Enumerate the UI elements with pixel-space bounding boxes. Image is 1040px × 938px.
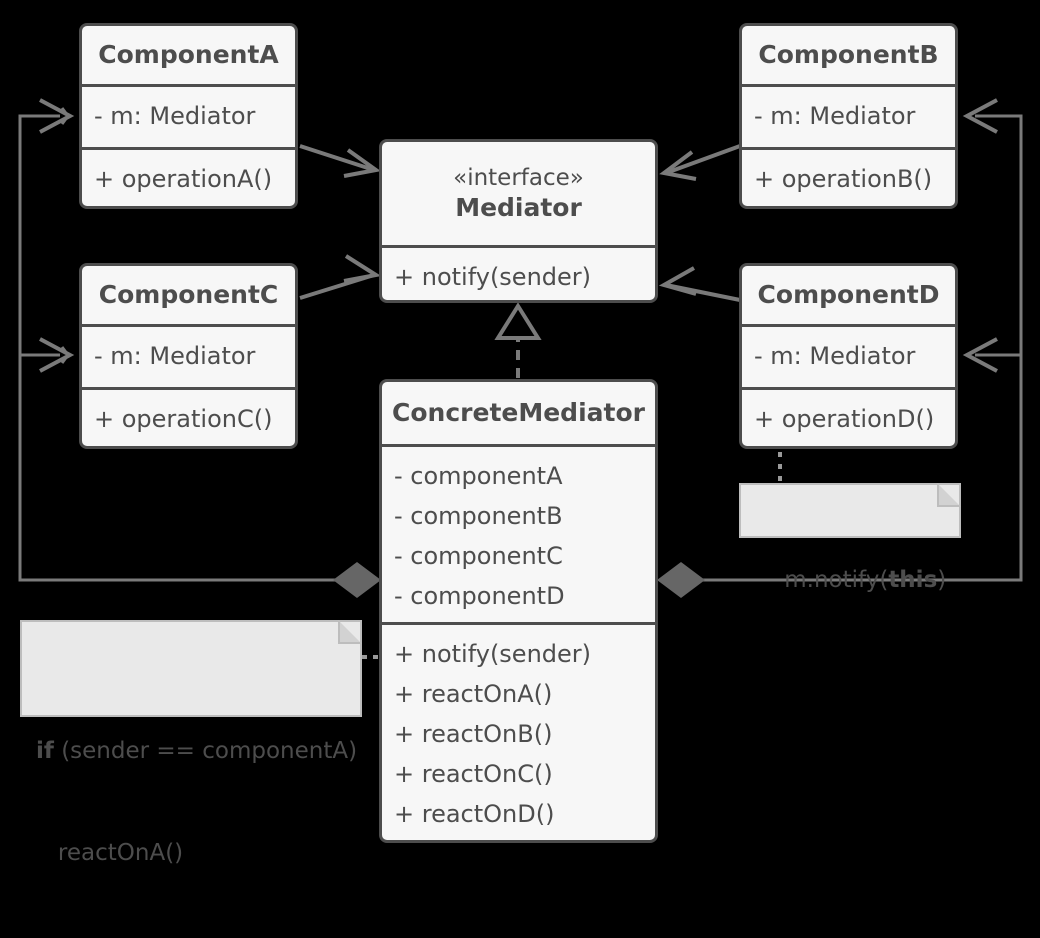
association-b-mediator — [659, 144, 741, 181]
class-component-b-name: ComponentB — [758, 40, 939, 70]
class-component-a-fields: - m: Mediator — [82, 84, 295, 147]
note-if-line1: if (sender == componentA) — [36, 734, 357, 768]
class-mediator-name: Mediator — [455, 193, 582, 223]
class-mediator-header: «interface» Mediator — [382, 142, 655, 245]
note-notify-prefix: m.notify( — [784, 567, 889, 593]
class-component-b[interactable]: ComponentB - m: Mediator + operationB() — [739, 23, 958, 209]
class-concrete-mediator-name: ConcreteMediator — [392, 398, 645, 428]
note-notify-suffix: ) — [937, 567, 947, 593]
class-member: - componentD — [394, 582, 565, 610]
association-c-mediator — [299, 254, 382, 300]
class-concrete-mediator-methods: + notify(sender) + reactOnA() + reactOnB… — [382, 622, 655, 840]
class-member: + reactOnB() — [394, 720, 553, 748]
class-member: + notify(sender) — [394, 263, 592, 291]
class-component-d-methods: + operationD() — [742, 387, 955, 446]
class-member: + notify(sender) — [394, 640, 592, 668]
note-notify-bold: this — [888, 567, 938, 593]
class-member: + operationA() — [94, 165, 273, 193]
class-component-d-header: ComponentD — [742, 266, 955, 324]
diagram-canvas: ComponentA - m: Mediator + operationA() … — [18, 23, 1023, 866]
class-component-d-name: ComponentD — [757, 280, 940, 310]
note-if-line2: reactOnA() — [36, 840, 184, 866]
class-concrete-mediator-fields: - componentA - componentB - componentC -… — [382, 444, 655, 622]
class-component-a[interactable]: ComponentA - m: Mediator + operationA() — [79, 23, 298, 209]
note-notify[interactable]: m.notify(this) — [739, 483, 961, 593]
note-if-sender[interactable]: if (sender == componentA) reactOnA() — [20, 620, 362, 866]
class-component-a-header: ComponentA — [82, 26, 295, 84]
class-component-b-methods: + operationB() — [742, 147, 955, 206]
class-component-c-fields: - m: Mediator — [82, 324, 295, 387]
class-mediator-methods: + notify(sender) — [382, 245, 655, 300]
class-member: - componentA — [394, 462, 563, 490]
note-fold-icon — [338, 620, 362, 644]
class-member: + reactOnA() — [394, 680, 553, 708]
class-concrete-mediator-header: ConcreteMediator — [382, 382, 655, 444]
class-member: - componentB — [394, 502, 563, 530]
note-if-condition: (sender == componentA) — [53, 738, 358, 764]
realization-concrete-mediator — [494, 302, 542, 378]
class-member: - m: Mediator — [754, 342, 916, 370]
class-component-a-methods: + operationA() — [82, 147, 295, 206]
class-member: - m: Mediator — [754, 102, 916, 130]
association-d-mediator — [658, 266, 741, 302]
class-component-c[interactable]: ComponentC - m: Mediator + operationC() — [79, 263, 298, 449]
class-member: + operationB() — [754, 165, 933, 193]
class-member: - componentC — [394, 542, 563, 570]
class-member: + operationD() — [754, 405, 935, 433]
class-member: + operationC() — [94, 405, 273, 433]
note-if-keyword: if — [36, 738, 54, 764]
class-component-d-fields: - m: Mediator — [742, 324, 955, 387]
class-component-c-methods: + operationC() — [82, 387, 295, 446]
class-mediator[interactable]: «interface» Mediator + notify(sender) — [379, 139, 658, 303]
class-component-c-header: ComponentC — [82, 266, 295, 324]
class-component-c-name: ComponentC — [98, 280, 279, 310]
class-mediator-stereotype: «interface» — [453, 164, 584, 191]
class-component-d[interactable]: ComponentD - m: Mediator + operationD() — [739, 263, 958, 449]
class-member: - m: Mediator — [94, 102, 256, 130]
class-concrete-mediator[interactable]: ConcreteMediator - componentA - componen… — [379, 379, 658, 843]
class-member: + reactOnC() — [394, 760, 553, 788]
class-component-b-fields: - m: Mediator — [742, 84, 955, 147]
note-fold-icon — [937, 483, 961, 507]
class-component-a-name: ComponentA — [98, 40, 279, 70]
class-member: + reactOnD() — [394, 800, 555, 828]
class-component-b-header: ComponentB — [742, 26, 955, 84]
association-a-mediator — [299, 144, 381, 178]
class-member: - m: Mediator — [94, 342, 256, 370]
